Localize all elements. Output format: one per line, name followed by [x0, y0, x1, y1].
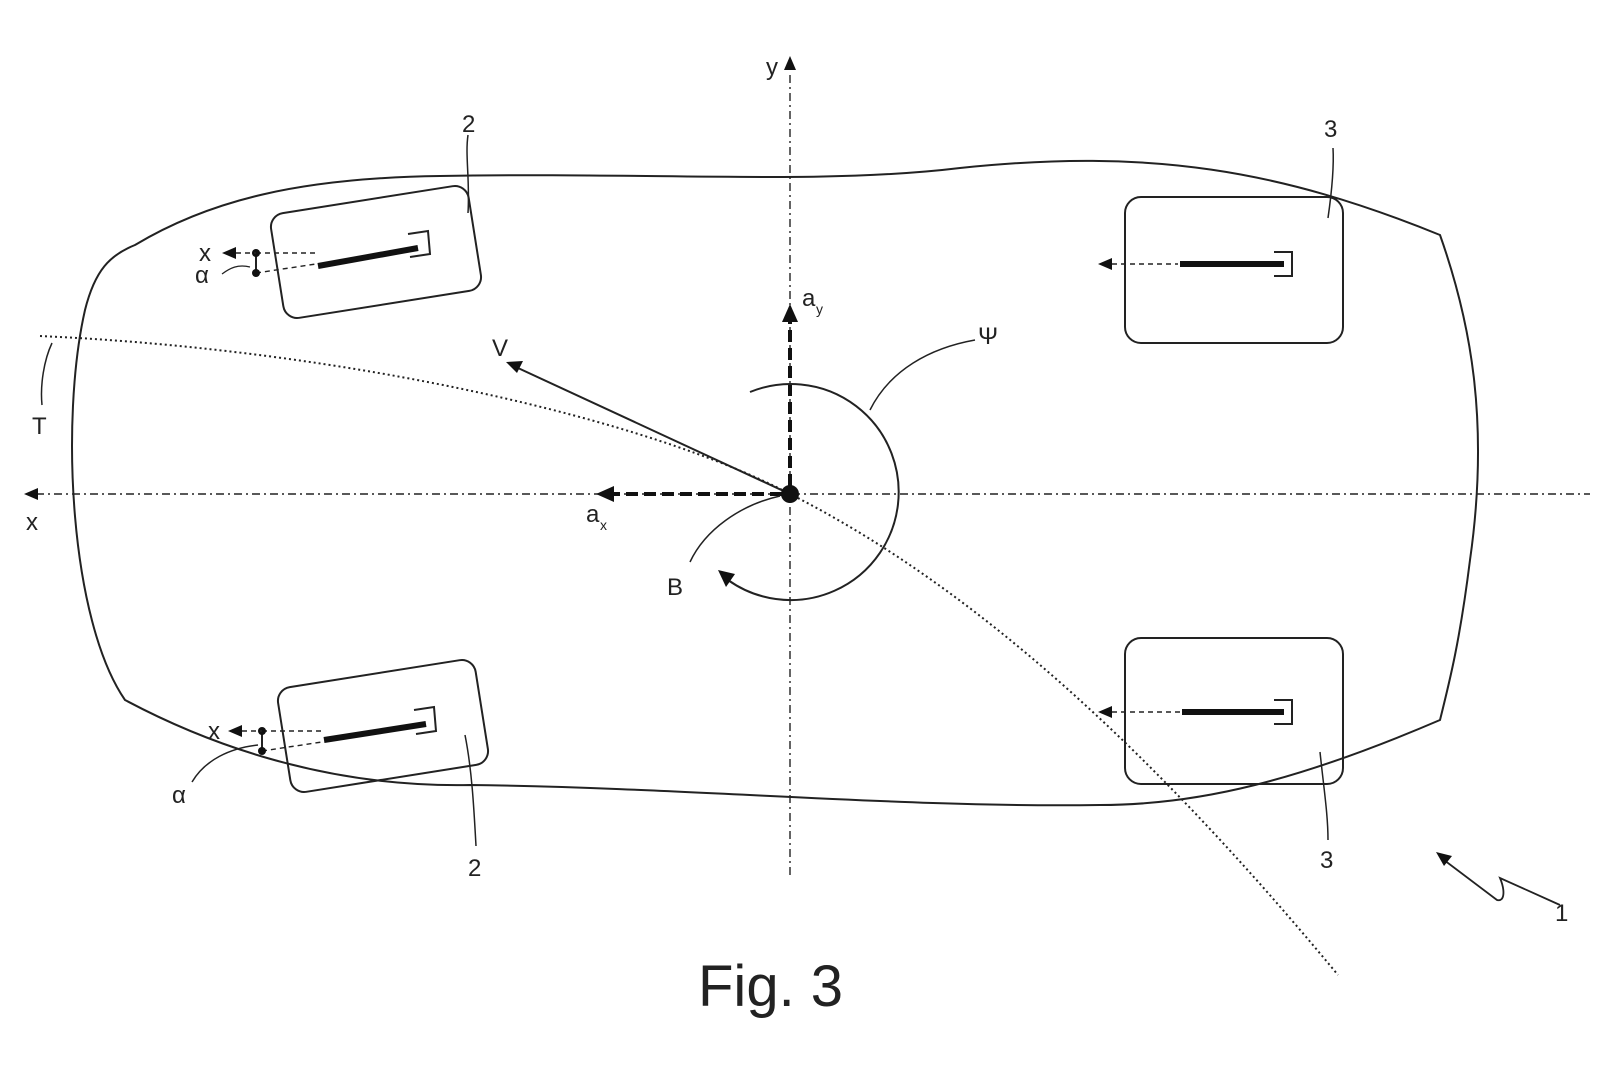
- center-of-gravity-dot: [781, 485, 799, 503]
- vehicle-callout-label: 1: [1555, 900, 1568, 927]
- rear-right-wheel-clip: [1274, 699, 1293, 725]
- rear-left-wheel-clip: [1274, 251, 1293, 277]
- center-point-leader: [689, 495, 781, 563]
- front-left-callout-leader: [466, 134, 470, 214]
- accel-y-arrowhead: [782, 304, 798, 322]
- figure-caption: Fig. 3: [698, 954, 843, 1019]
- front-left-x-label: x: [199, 240, 211, 267]
- front-left-slip-line: [255, 263, 317, 274]
- front-left-callout-label: 2: [462, 111, 475, 138]
- yaw-leader: [869, 339, 976, 411]
- center-point-label: B: [667, 574, 683, 601]
- velocity-arrowhead: [506, 361, 523, 373]
- front-right-alpha-dot-bottom: [258, 747, 266, 755]
- rear-right-wheel: [1124, 637, 1344, 785]
- front-right-x-label: x: [208, 718, 220, 745]
- front-left-wheel: [269, 185, 483, 319]
- vehicle-body-outline: [71, 159, 1480, 807]
- front-left-wheel-bar: [317, 245, 419, 269]
- front-right-callout-leader: [464, 734, 477, 847]
- rear-left-callout-leader: [1327, 147, 1334, 219]
- front-right-x-arrowhead: [228, 725, 242, 737]
- velocity-vector: [517, 367, 791, 495]
- yaw-rotation-arc: [727, 383, 900, 602]
- rear-right-arrowhead: [1098, 706, 1112, 718]
- trajectory-label: T: [32, 413, 47, 440]
- trajectory-leader: [40, 342, 53, 406]
- yaw-label: Ψ: [978, 323, 998, 350]
- front-right-callout-label: 2: [468, 855, 481, 882]
- accel-x-subscript: x: [600, 517, 607, 533]
- front-right-wheel: [276, 659, 490, 793]
- front-right-wheel-clip: [413, 705, 438, 735]
- x-axis-label: x: [26, 509, 38, 536]
- vehicle-callout-arrowhead: [1436, 852, 1452, 866]
- rear-right-callout-label: 3: [1320, 847, 1333, 874]
- x-axis-arrowhead: [24, 488, 38, 500]
- front-right-slip-line: [261, 741, 323, 752]
- accel-y-subscript: y: [816, 301, 823, 317]
- front-right-alpha-leader: [191, 744, 259, 783]
- front-left-x-arrowhead: [222, 247, 236, 259]
- velocity-label: V: [492, 335, 508, 362]
- rear-left-wheel: [1124, 196, 1344, 344]
- rear-right-callout-leader: [1319, 751, 1329, 841]
- front-left-alpha-dot-bottom: [252, 269, 260, 277]
- accel-x-label: a: [586, 501, 600, 528]
- y-axis-label: y: [766, 54, 778, 81]
- rear-left-arrowhead: [1098, 258, 1112, 270]
- front-left-wheel-clip: [407, 229, 432, 258]
- accel-y-label: a: [802, 285, 816, 312]
- front-right-wheel-bar: [323, 721, 427, 743]
- yaw-arrowhead: [718, 570, 735, 587]
- front-left-alpha-leader: [221, 265, 251, 275]
- rear-left-callout-label: 3: [1324, 116, 1337, 143]
- front-right-alpha-label: α: [172, 782, 186, 809]
- y-axis-arrowhead: [784, 56, 796, 70]
- front-left-alpha-label: α: [195, 262, 209, 289]
- accel-x-arrowhead: [596, 486, 614, 502]
- vehicle-callout-arrow: [1443, 859, 1561, 906]
- trajectory-curve: [39, 335, 1339, 976]
